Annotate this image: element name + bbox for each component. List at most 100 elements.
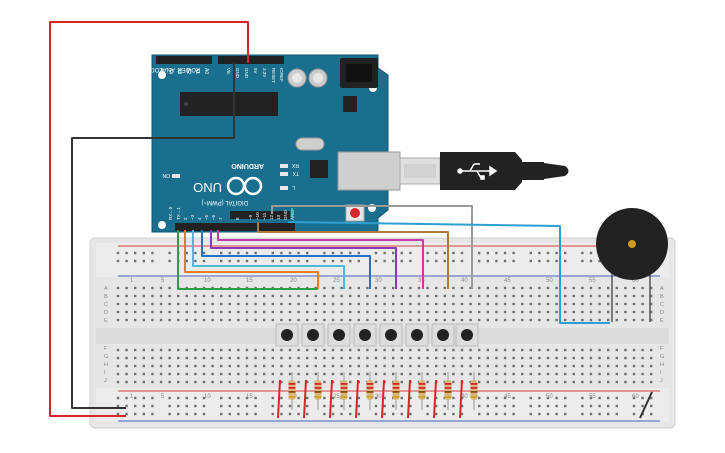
- breadboard-hole[interactable]: [572, 310, 575, 314]
- breadboard-hole[interactable]: [572, 302, 575, 306]
- breadboard-hole[interactable]: [486, 356, 489, 360]
- breadboard-hole[interactable]: [202, 396, 206, 400]
- breadboard-hole[interactable]: [211, 302, 214, 306]
- breadboard-hole[interactable]: [194, 318, 197, 322]
- breadboard-hole[interactable]: [589, 318, 593, 322]
- breadboard-hole[interactable]: [263, 310, 266, 314]
- breadboard-hole[interactable]: [512, 310, 515, 314]
- breadboard-hole[interactable]: [409, 364, 412, 368]
- breadboard-hole[interactable]: [521, 372, 524, 376]
- breadboard-hole[interactable]: [426, 251, 429, 255]
- breadboard-hole[interactable]: [202, 364, 206, 368]
- breadboard-hole[interactable]: [581, 404, 584, 408]
- push-button[interactable]: [379, 323, 403, 347]
- breadboard-hole[interactable]: [349, 356, 352, 360]
- breadboard-hole[interactable]: [632, 302, 636, 306]
- breadboard-hole[interactable]: [546, 356, 550, 360]
- breadboard-hole[interactable]: [392, 286, 395, 290]
- breadboard-hole[interactable]: [202, 348, 206, 352]
- breadboard-hole[interactable]: [589, 310, 593, 314]
- breadboard-hole[interactable]: [641, 396, 644, 400]
- breadboard-hole[interactable]: [383, 302, 386, 306]
- breadboard-hole[interactable]: [409, 396, 412, 400]
- breadboard-hole[interactable]: [503, 348, 507, 352]
- breadboard-hole[interactable]: [426, 380, 429, 384]
- breadboard-hole[interactable]: [331, 251, 335, 255]
- breadboard-hole[interactable]: [185, 412, 188, 416]
- breadboard-hole[interactable]: [564, 294, 567, 298]
- breadboard-hole[interactable]: [374, 318, 378, 322]
- breadboard-hole[interactable]: [116, 396, 120, 400]
- breadboard-hole[interactable]: [546, 396, 550, 400]
- breadboard-hole[interactable]: [486, 286, 489, 290]
- breadboard-hole[interactable]: [349, 251, 352, 255]
- breadboard-hole[interactable]: [435, 318, 438, 322]
- breadboard-hole[interactable]: [495, 348, 498, 352]
- breadboard-hole[interactable]: [357, 356, 360, 360]
- breadboard-hole[interactable]: [555, 412, 558, 416]
- breadboard-hole[interactable]: [486, 251, 489, 255]
- breadboard-hole[interactable]: [331, 294, 335, 298]
- breadboard-hole[interactable]: [280, 356, 283, 360]
- breadboard-hole[interactable]: [650, 294, 653, 298]
- breadboard-hole[interactable]: [650, 364, 653, 368]
- breadboard-hole[interactable]: [151, 259, 154, 263]
- breadboard-hole[interactable]: [641, 318, 644, 322]
- breadboard-hole[interactable]: [340, 310, 343, 314]
- analog-header[interactable]: [156, 56, 212, 64]
- breadboard-hole[interactable]: [538, 259, 541, 263]
- breadboard-hole[interactable]: [383, 251, 386, 255]
- breadboard-hole[interactable]: [211, 372, 214, 376]
- breadboard-hole[interactable]: [168, 310, 171, 314]
- breadboard-hole[interactable]: [288, 318, 292, 322]
- breadboard-hole[interactable]: [529, 251, 532, 255]
- breadboard-hole[interactable]: [288, 412, 292, 416]
- breadboard-hole[interactable]: [632, 372, 636, 376]
- breadboard-hole[interactable]: [460, 404, 464, 408]
- breadboard-hole[interactable]: [426, 404, 429, 408]
- push-button[interactable]: [405, 323, 429, 347]
- breadboard-hole[interactable]: [392, 404, 395, 408]
- breadboard-hole[interactable]: [125, 412, 128, 416]
- breadboard-hole[interactable]: [349, 412, 352, 416]
- breadboard-hole[interactable]: [228, 348, 231, 352]
- breadboard-hole[interactable]: [598, 380, 601, 384]
- breadboard-hole[interactable]: [417, 364, 421, 368]
- breadboard-hole[interactable]: [417, 372, 421, 376]
- breadboard-hole[interactable]: [409, 356, 412, 360]
- breadboard-hole[interactable]: [237, 302, 240, 306]
- breadboard-hole[interactable]: [417, 286, 421, 290]
- breadboard-hole[interactable]: [237, 396, 240, 400]
- breadboard-hole[interactable]: [641, 404, 644, 408]
- breadboard-hole[interactable]: [503, 372, 507, 376]
- breadboard-hole[interactable]: [254, 356, 257, 360]
- breadboard-hole[interactable]: [254, 364, 257, 368]
- breadboard-hole[interactable]: [555, 356, 558, 360]
- breadboard-hole[interactable]: [271, 372, 274, 376]
- breadboard-hole[interactable]: [650, 318, 653, 322]
- breadboard-hole[interactable]: [624, 286, 627, 290]
- resistor[interactable]: [418, 380, 426, 400]
- breadboard-hole[interactable]: [641, 294, 644, 298]
- breadboard-hole[interactable]: [349, 404, 352, 408]
- breadboard-hole[interactable]: [409, 412, 412, 416]
- breadboard-hole[interactable]: [116, 380, 120, 384]
- breadboard-hole[interactable]: [538, 294, 541, 298]
- breadboard-hole[interactable]: [220, 294, 223, 298]
- breadboard-hole[interactable]: [529, 372, 532, 376]
- breadboard-hole[interactable]: [409, 372, 412, 376]
- breadboard-hole[interactable]: [478, 380, 481, 384]
- breadboard-hole[interactable]: [159, 372, 163, 376]
- breadboard-hole[interactable]: [409, 310, 412, 314]
- breadboard-hole[interactable]: [581, 348, 584, 352]
- breadboard-hole[interactable]: [366, 356, 369, 360]
- breadboard-hole[interactable]: [478, 356, 481, 360]
- breadboard-hole[interactable]: [632, 294, 636, 298]
- breadboard-hole[interactable]: [538, 412, 541, 416]
- breadboard-hole[interactable]: [142, 286, 145, 290]
- breadboard-hole[interactable]: [125, 302, 128, 306]
- breadboard-hole[interactable]: [357, 251, 360, 255]
- breadboard-hole[interactable]: [194, 348, 197, 352]
- breadboard-hole[interactable]: [177, 404, 180, 408]
- breadboard-hole[interactable]: [211, 318, 214, 322]
